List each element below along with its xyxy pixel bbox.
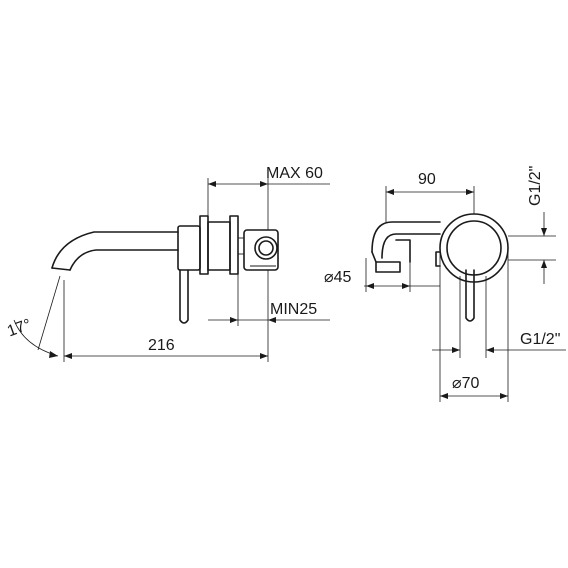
label-connection-top: G1/2" bbox=[527, 166, 544, 206]
mixer-body bbox=[177, 225, 201, 271]
spout-top-edge bbox=[51, 231, 179, 269]
label-lever-offset: 90 bbox=[418, 171, 436, 188]
label-max-projection: MAX 60 bbox=[266, 165, 323, 182]
front-view: 90 ⌀45 G1/2" G1/2" ⌀70 bbox=[324, 166, 566, 402]
lever-handle bbox=[179, 269, 189, 324]
escutcheon-inner bbox=[446, 220, 502, 276]
wall-plate-front bbox=[199, 215, 209, 275]
label-min-projection: MIN25 bbox=[270, 301, 317, 318]
label-spout-length: 216 bbox=[148, 337, 175, 354]
spout-front-top bbox=[371, 221, 441, 253]
front-lever-handle bbox=[465, 269, 475, 322]
spout-bottom-edge bbox=[69, 249, 179, 271]
spout-outlet bbox=[51, 267, 71, 271]
concealed-box bbox=[243, 229, 279, 271]
connection-port-outer bbox=[254, 236, 278, 260]
label-plate-diameter: ⌀70 bbox=[452, 375, 480, 392]
connection-port-inner bbox=[258, 240, 274, 256]
wall-plate-sleeve bbox=[207, 221, 231, 271]
spout-front-inner bbox=[381, 233, 441, 259]
side-view: MAX 60 MIN25 216 17° bbox=[5, 165, 330, 362]
wall-plate-rear bbox=[229, 215, 239, 275]
label-connection-bottom: G1/2" bbox=[520, 331, 560, 348]
spout-aerator bbox=[375, 261, 401, 273]
label-spout-angle: 17° bbox=[5, 316, 34, 340]
label-spout-diameter: ⌀45 bbox=[324, 269, 352, 286]
